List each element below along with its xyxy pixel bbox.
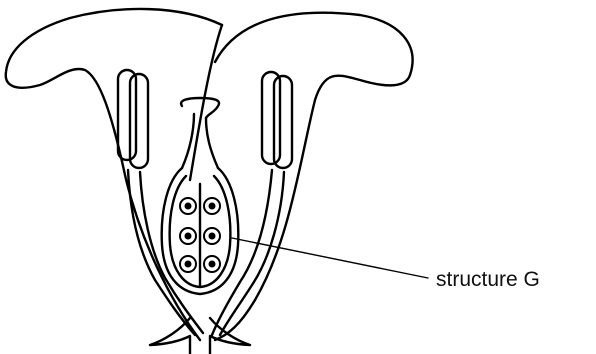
ovule xyxy=(185,233,192,240)
right-petal xyxy=(215,13,413,340)
structure-g-pointer-line xyxy=(232,238,428,278)
left-anther-inner xyxy=(130,74,148,168)
left-petal xyxy=(6,9,222,340)
right-anther-inner xyxy=(274,76,292,168)
ovule xyxy=(185,261,192,268)
style-right xyxy=(206,118,218,168)
left-anther-outer xyxy=(118,70,136,160)
ovule xyxy=(209,203,216,210)
right-anther-outer xyxy=(262,72,280,164)
structure-g-label: structure G xyxy=(436,268,540,291)
receptacle-right xyxy=(210,318,250,354)
receptacle-left xyxy=(150,318,190,354)
right-filament xyxy=(212,170,272,335)
ovule xyxy=(185,203,192,210)
ovule xyxy=(209,261,216,268)
ovule xyxy=(209,233,216,240)
left-petal-inner xyxy=(190,25,222,180)
